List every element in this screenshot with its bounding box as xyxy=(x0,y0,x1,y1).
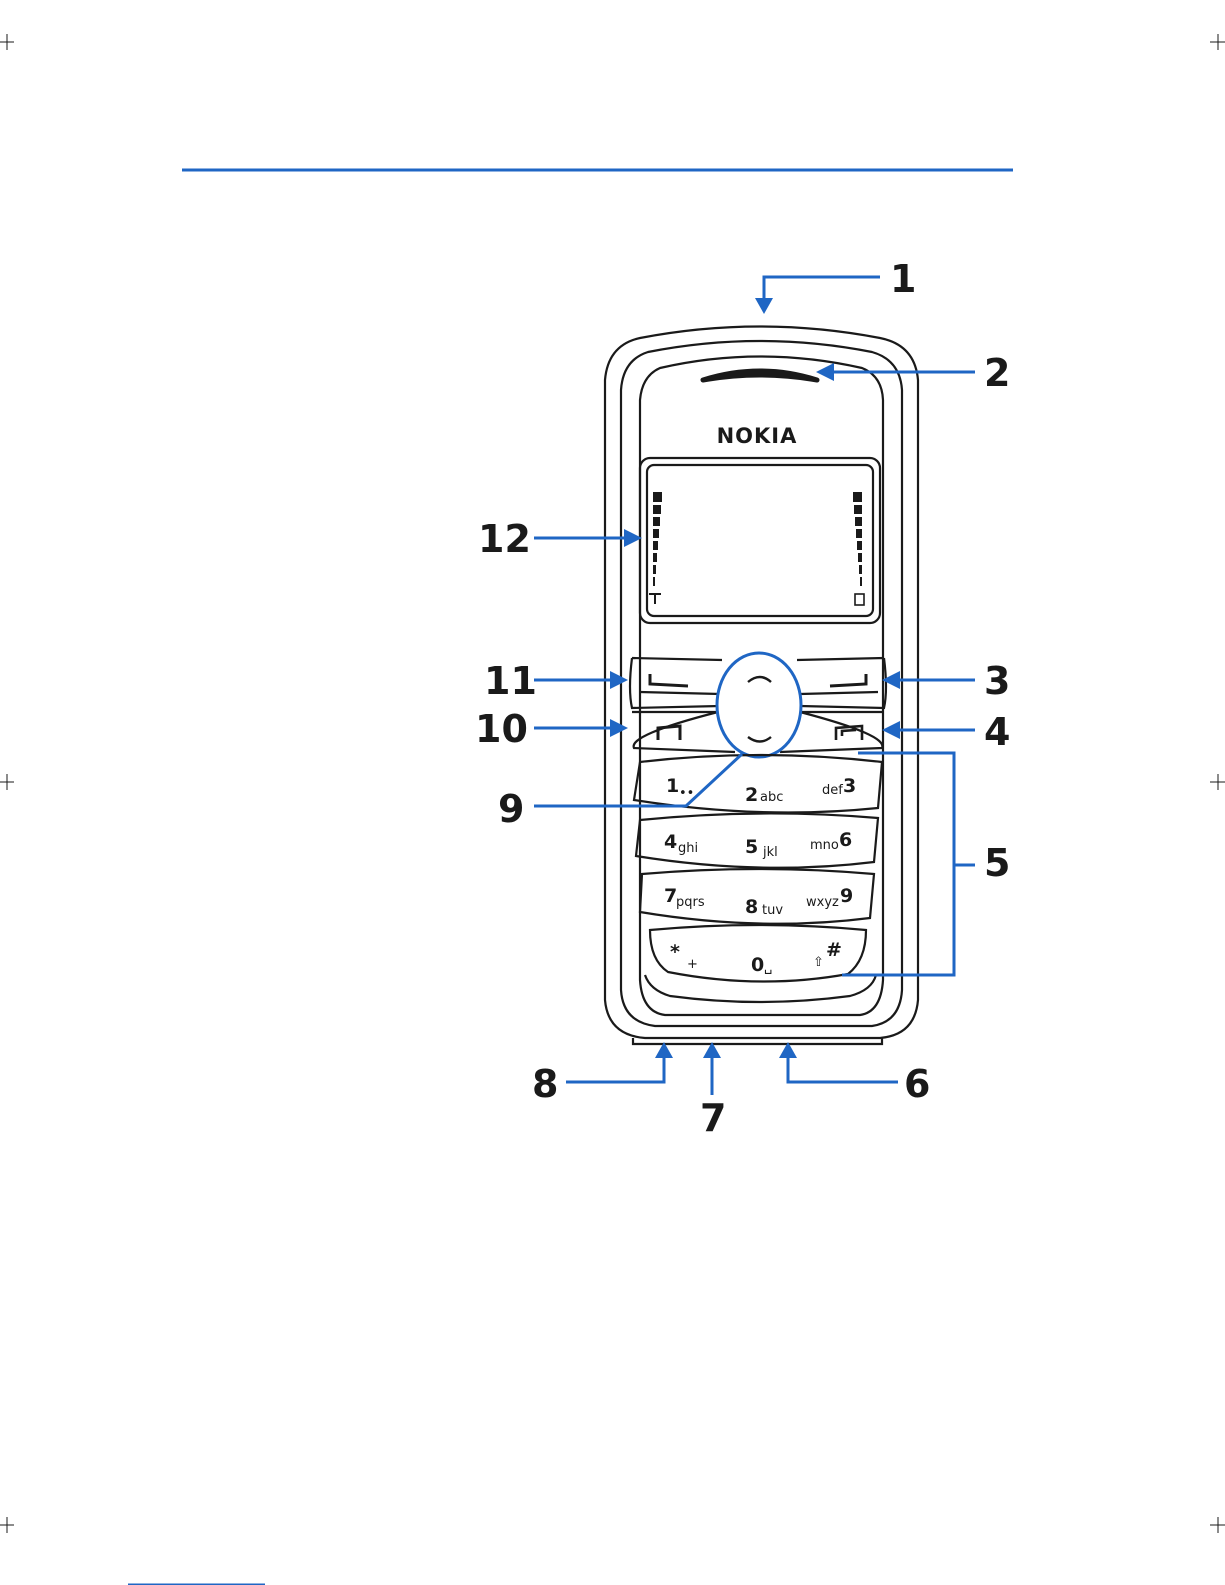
signal-icon xyxy=(649,492,662,604)
callout-1: 1 xyxy=(890,257,916,301)
crop-marks xyxy=(0,34,1225,1533)
key-9-sub: wxyz xyxy=(806,895,839,910)
key-7-sub: pqrs xyxy=(676,895,705,910)
right-selection-key[interactable] xyxy=(830,674,866,686)
callout-10: 10 xyxy=(475,707,528,751)
callout-9: 9 xyxy=(498,787,524,831)
brand-logo: NOKIA xyxy=(717,424,798,448)
key-6[interactable]: 6 xyxy=(839,829,852,851)
key-4[interactable]: 4 xyxy=(664,831,677,853)
left-selection-key[interactable] xyxy=(650,674,688,686)
key-2[interactable]: 2 xyxy=(745,784,758,806)
end-key-icon[interactable] xyxy=(836,726,862,740)
key-2-sub: abc xyxy=(760,790,783,805)
callout-12: 12 xyxy=(478,517,531,561)
key-0-sub: ␣ xyxy=(764,960,772,975)
key-8-sub: tuv xyxy=(762,903,783,918)
key-star[interactable]: * xyxy=(670,941,680,963)
key-4-sub: ghi xyxy=(678,841,698,856)
call-key-icon[interactable] xyxy=(658,726,680,740)
key-5[interactable]: 5 xyxy=(745,836,758,858)
callout-2: 2 xyxy=(984,351,1010,395)
callout-3: 3 xyxy=(984,659,1010,703)
callout-11: 11 xyxy=(484,659,537,703)
callout-8: 8 xyxy=(532,1062,558,1106)
key-8[interactable]: 8 xyxy=(745,896,758,918)
key-6-sub: mno xyxy=(810,838,839,853)
key-hash-sub: ⇧ xyxy=(813,955,824,970)
key-9[interactable]: 9 xyxy=(840,885,853,907)
keypad: 1 •• 2 abc def 3 4 ghi 5 jkl mno 6 7 pqr… xyxy=(664,775,856,976)
key-5-sub: jkl xyxy=(762,845,778,860)
battery-icon xyxy=(853,492,864,605)
key-3[interactable]: 3 xyxy=(843,775,856,797)
key-hash[interactable]: # xyxy=(826,939,842,961)
key-3-sub: def xyxy=(822,783,843,798)
display xyxy=(640,458,880,623)
callout-4: 4 xyxy=(984,710,1010,754)
earpiece-icon xyxy=(703,371,817,380)
callout-7: 7 xyxy=(700,1096,726,1140)
key-star-sub: + xyxy=(687,957,698,972)
key-0[interactable]: 0 xyxy=(751,954,764,976)
control-keys xyxy=(630,653,886,757)
callout-6: 6 xyxy=(904,1062,930,1106)
key-1[interactable]: 1 xyxy=(666,775,679,797)
callout-5: 5 xyxy=(984,841,1010,885)
